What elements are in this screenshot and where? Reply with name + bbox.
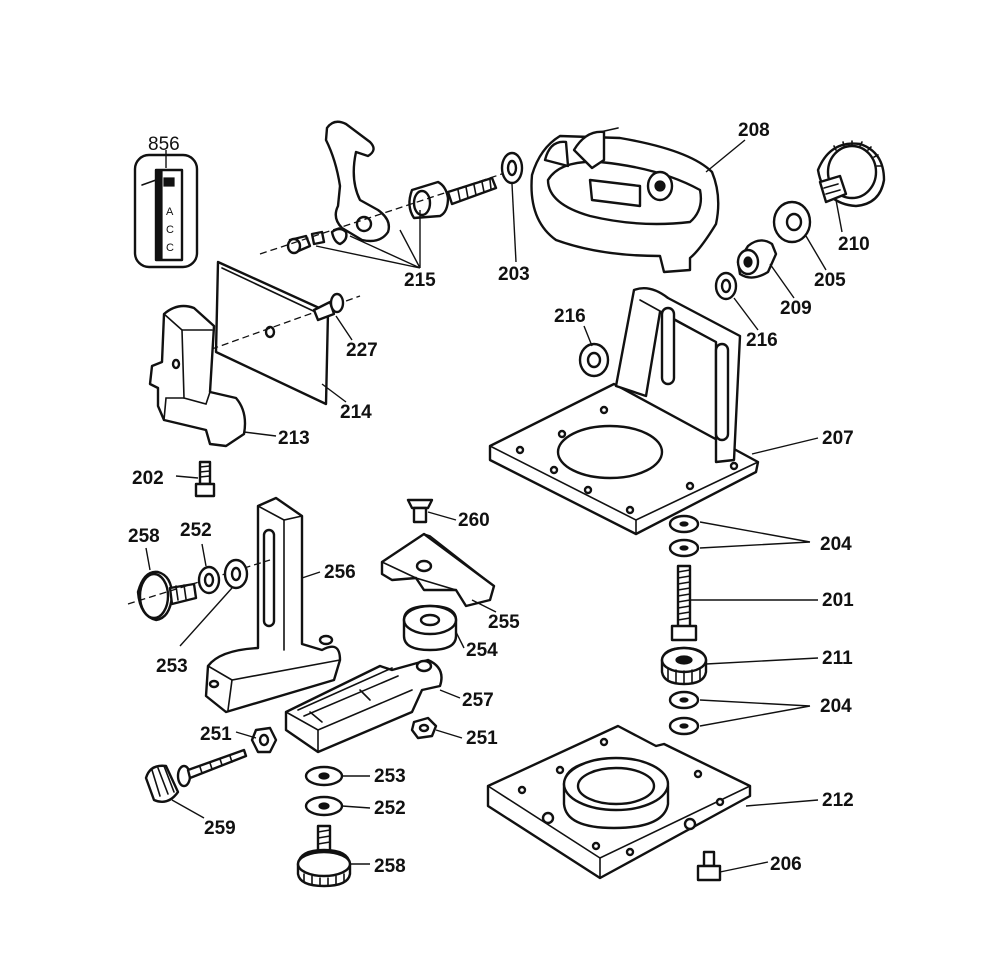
part-202-screw bbox=[194, 460, 216, 498]
label-252-upper: 252 bbox=[180, 520, 212, 541]
sticker-text-c2: C bbox=[166, 242, 174, 254]
leader-lines bbox=[145, 139, 843, 873]
label-227: 227 bbox=[346, 340, 378, 361]
label-251-left: 251 bbox=[200, 724, 232, 745]
label-204-upper: 204 bbox=[820, 534, 852, 555]
part-258-knob-lower bbox=[296, 824, 352, 888]
label-257: 257 bbox=[462, 690, 494, 711]
part-204-washers-upper bbox=[668, 514, 700, 558]
part-212-base-plate bbox=[486, 724, 752, 880]
part-208-ring-housing bbox=[530, 127, 720, 274]
label-208: 208 bbox=[738, 120, 770, 141]
part-856-sticker: A C C bbox=[133, 153, 199, 269]
label-252-lower: 252 bbox=[374, 798, 406, 819]
part-252-washer-lower bbox=[304, 795, 344, 817]
label-204-lower: 204 bbox=[820, 696, 852, 717]
part-215-lever-assembly bbox=[259, 120, 521, 255]
label-258-upper: 258 bbox=[128, 526, 160, 547]
part-254-bearing bbox=[402, 604, 458, 652]
label-856: 856 bbox=[148, 134, 180, 155]
part-251-nut-right bbox=[410, 716, 438, 740]
part-203-washer bbox=[500, 151, 524, 185]
label-258-lower: 258 bbox=[374, 856, 406, 877]
part-210-knob bbox=[816, 140, 886, 208]
label-216-left: 216 bbox=[554, 306, 586, 327]
part-207-base-bracket bbox=[488, 287, 760, 536]
label-203: 203 bbox=[498, 264, 530, 285]
part-257-slider bbox=[284, 658, 443, 754]
part-204-washers-lower bbox=[668, 690, 700, 736]
part-252-washer-upper bbox=[197, 565, 221, 595]
part-259-knob-screw bbox=[144, 748, 248, 803]
part-213-fence bbox=[148, 304, 247, 448]
part-255-bracket bbox=[380, 532, 496, 608]
label-256: 256 bbox=[324, 562, 356, 583]
part-251-nut-left bbox=[250, 726, 278, 754]
part-205-washer bbox=[772, 200, 812, 244]
label-212: 212 bbox=[822, 790, 854, 811]
sticker-text-a: A bbox=[166, 206, 174, 218]
label-205: 205 bbox=[814, 270, 846, 291]
label-254: 254 bbox=[466, 640, 498, 661]
part-206-screw bbox=[696, 850, 722, 882]
part-253-washer-lower bbox=[304, 765, 344, 787]
label-251-right: 251 bbox=[466, 728, 498, 749]
label-211: 211 bbox=[822, 648, 853, 669]
part-201-threaded-rod bbox=[670, 564, 698, 642]
callout-labels: 856 208 215 203 210 205 209 216 216 227 … bbox=[128, 120, 870, 877]
part-216-washer-a bbox=[714, 271, 738, 301]
part-211-knurled-nut bbox=[660, 646, 708, 686]
part-227-screw bbox=[312, 292, 345, 322]
label-214: 214 bbox=[340, 402, 372, 423]
label-259: 259 bbox=[204, 818, 236, 839]
sticker-text-c1: C bbox=[166, 224, 174, 236]
label-207: 207 bbox=[822, 428, 854, 449]
label-213: 213 bbox=[278, 428, 310, 449]
part-253-washer-upper bbox=[223, 558, 249, 590]
label-253-upper: 253 bbox=[156, 656, 188, 677]
part-256-bracket bbox=[204, 496, 342, 714]
part-260-screw bbox=[406, 498, 434, 524]
label-209: 209 bbox=[780, 298, 812, 319]
label-260: 260 bbox=[458, 510, 490, 531]
label-255: 255 bbox=[488, 612, 520, 633]
label-215: 215 bbox=[404, 270, 436, 291]
label-202: 202 bbox=[132, 468, 164, 489]
part-209-bushing bbox=[736, 239, 778, 279]
label-216-right: 216 bbox=[746, 330, 778, 351]
label-201: 201 bbox=[822, 590, 854, 611]
label-206: 206 bbox=[770, 854, 802, 875]
part-216-washer-b bbox=[578, 342, 610, 378]
label-210: 210 bbox=[838, 234, 870, 255]
label-253-lower: 253 bbox=[374, 766, 406, 787]
